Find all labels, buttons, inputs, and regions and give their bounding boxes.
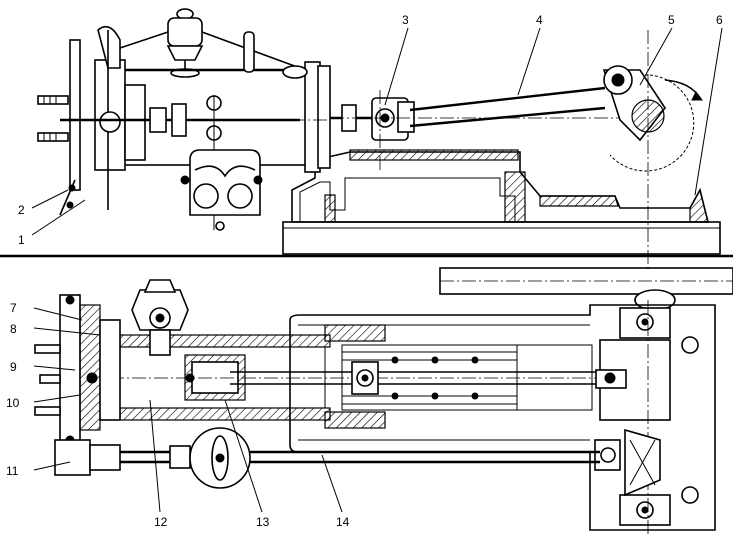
valve-chest-lower <box>180 149 263 231</box>
callout-12: 12 <box>154 515 168 529</box>
valve-gear-plan <box>131 279 189 356</box>
callout-1: 1 <box>18 233 25 247</box>
crank-flywheel <box>602 30 703 270</box>
callout-9: 9 <box>10 360 17 374</box>
leader-lines <box>31 27 723 513</box>
flywheel-plan <box>439 267 733 311</box>
callout-11: 11 <box>6 464 19 478</box>
crank-bearings-plan <box>595 300 699 535</box>
callout-13: 13 <box>256 515 270 529</box>
governor <box>119 8 308 79</box>
elevation-view <box>0 8 733 270</box>
cylinder-plan <box>110 324 600 429</box>
engine-bed-frame <box>291 149 710 223</box>
valve-gear-left <box>37 25 300 230</box>
bevel-gear-plan <box>594 428 661 497</box>
crosshead-guides-plan <box>341 344 593 411</box>
side-shaft-plan <box>54 427 600 489</box>
callout-2: 2 <box>18 203 25 217</box>
callout-5: 5 <box>668 13 675 27</box>
connecting-rod <box>330 86 640 128</box>
callout-labels: 1 2 3 4 5 6 7 8 9 10 11 12 13 14 <box>6 13 723 529</box>
callout-8: 8 <box>10 322 17 336</box>
callout-4: 4 <box>536 13 543 27</box>
callout-3: 3 <box>402 13 409 27</box>
callout-10: 10 <box>6 396 20 410</box>
plan-view <box>34 267 733 535</box>
crosshead-elevation <box>330 90 415 170</box>
foundation-base <box>0 221 733 258</box>
callout-14: 14 <box>336 515 350 529</box>
cylinder-head-plan <box>34 294 121 446</box>
callout-6: 6 <box>716 13 723 27</box>
callout-7: 7 <box>10 301 17 315</box>
